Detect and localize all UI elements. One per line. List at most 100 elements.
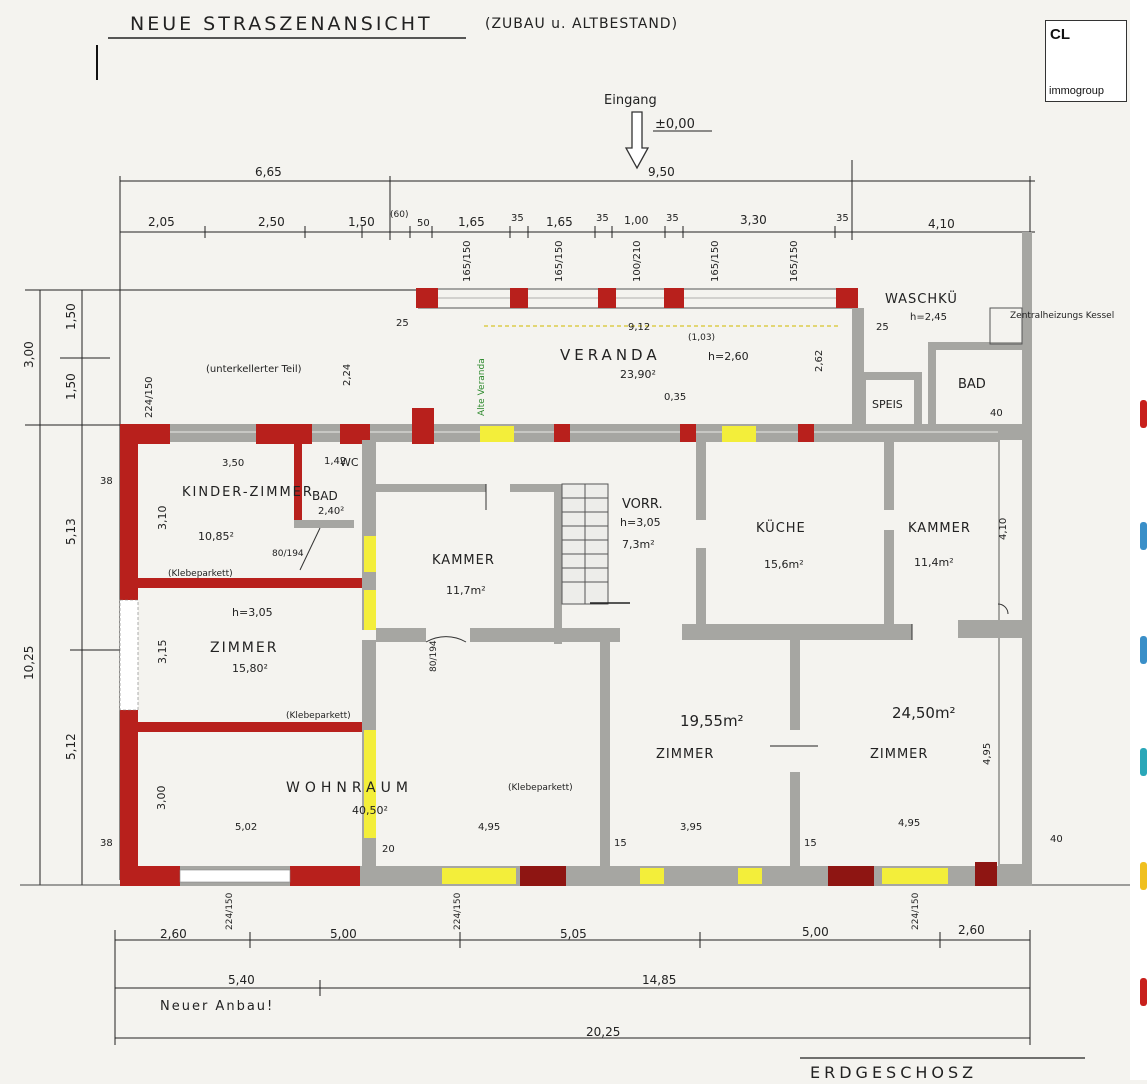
dim-bottom-window-3: 224/150 [911,892,921,930]
room-kinderzimmer-area: 10,85² [198,530,234,543]
dim-top-6: 1,65 [458,215,485,229]
room-vorraum-name: VORR. [622,497,663,512]
room-kammer-right-area: 11,4m² [914,556,954,569]
room-bad-left-name: BAD [312,489,338,503]
dim-top-9: 35 [596,213,609,224]
room-waschkueche-height: h=2,45 [910,312,947,323]
room-wohnraum-name: WOHNRAUM [286,780,413,796]
note-dim-10: 4,95 [478,822,500,833]
door-swings [299,484,1009,643]
dimension-lines-bottom [20,884,1130,1059]
dim-bottom-4: 5,00 [802,925,829,939]
note-dim-11: 3,95 [680,822,702,833]
dim-left-9: 3,00 [155,786,168,811]
note-dim-2: 3,50 [222,458,244,469]
edge-mark-red-icon [1140,400,1147,428]
veranda-window-marks: 165/150 165/150 100/210 165/150 165/150 [462,240,800,282]
dimension-labels-bottom: 2,60 5,00 5,05 5,00 2,60 5,40 14,85 20,2… [160,892,985,1039]
dim-bottom-2: 5,00 [330,927,357,941]
edge-mark-teal-icon [1140,748,1147,776]
note-dim-3: 1,42 [324,456,346,467]
edge-mark-red-icon-2 [1140,978,1147,1006]
note-dim-7: (1,03) [688,333,715,343]
logo-mark: CL [1050,26,1070,43]
dim-bottom-1: 2,60 [160,927,187,941]
room-waschkueche-name: WASCHKÜ [885,290,958,307]
footer-neuer-anbau: Neuer Anbau! [160,999,274,1014]
dim-top-5: 50 [417,218,430,229]
room-kammer-mid-area: 11,7m² [446,584,486,597]
window-mark-4: 165/150 [710,240,721,282]
note-dim-15: 38 [100,476,113,487]
dim-bottom-mid-2: 14,85 [642,973,676,987]
window-mark-5: 165/150 [789,240,800,282]
room-vorraum-area: 7,3m² [622,538,655,551]
dim-bottom-window-1: 224/150 [225,892,235,930]
dim-top-8: 1,65 [546,215,573,229]
edge-mark-yellow-icon [1140,862,1147,890]
dim-top-14: 4,10 [928,217,955,231]
dim-bottom-mid-1: 5,40 [228,973,255,987]
note-dim-8: 0,35 [664,392,686,403]
page-edge-strip [1130,0,1147,1080]
room-kueche-area: 15,6m² [764,558,804,571]
header: NEUE STRASZENANSICHT (ZUBAU u. ALTBESTAN… [96,13,678,80]
dim-left-3: 1,50 [64,373,78,400]
dim-top-10: 1,00 [624,214,649,227]
room-bad-upper-name: BAD [958,377,986,392]
room-kessel-name: Zentralheizungs Kessel [1010,311,1114,321]
small-annotations: 224/150 3,50 1,42 2,24 2,62 9,12 (1,03) … [100,318,1063,855]
note-dim-22: 25 [396,318,409,329]
note-dim-19: 15 [614,838,627,849]
dim-top-overall-2: 9,50 [648,165,675,179]
dim-bottom-window-2: 224/150 [453,892,463,930]
room-zimmer-center-area: 19,55m² [680,712,744,730]
entrance-arrow-icon [624,111,650,170]
note-unterkellert: (unterkellerter Teil) [206,364,302,375]
room-zimmer-left-height: h=3,05 [232,606,273,619]
note-klebeparkett-2: (Klebeparkett) [286,711,351,721]
dim-top-13: 35 [836,213,849,224]
note-dim-20: 15 [804,838,817,849]
logo-name: immogroup [1049,85,1105,97]
dim-left-8: 3,15 [156,640,169,665]
dim-left-2: 1,50 [64,303,78,330]
note-dim-17: 40 [990,408,1003,419]
edge-mark-blue-icon-2 [1140,636,1147,664]
dim-left-6: 5,12 [64,733,78,760]
plan-notes: (unterkellerter Teil) (Klebeparkett) (Kl… [168,358,573,793]
dimension-labels-left: 3,00 1,50 1,50 5,13 10,25 5,12 3,10 3,15… [22,303,169,810]
note-dim-4: 2,24 [342,364,353,386]
room-labels: VERANDA h=2,60 23,90² WASCHKÜ h=2,45 Zen… [182,290,1114,817]
entrance-marker: Eingang ±0,00 [604,93,712,170]
company-logo: CL immogroup [1045,20,1127,102]
room-bad-left-area: 2,40² [318,506,344,517]
note-dim-5: 2,62 [814,350,825,372]
note-dim-1: 224/150 [144,376,155,418]
note-dim-25: 80/194 [429,640,439,672]
room-kinderzimmer-name: KINDER-ZIMMER [182,485,314,500]
interior-walls [120,307,1023,868]
room-kueche-name: KÜCHE [756,519,806,536]
entrance-level: ±0,00 [655,117,695,132]
footer-erdgeschoss: ERDGESCHOSZ [810,1063,977,1080]
dim-top-4: (60) [390,210,408,220]
room-zimmer-center-name: ZIMMER [656,747,714,762]
window-mark-3: 100/210 [632,240,643,282]
dim-left-7: 3,10 [156,506,169,531]
window-mark-1: 165/150 [462,240,473,282]
window-mark-2: 165/150 [554,240,565,282]
dim-top-7: 35 [511,213,524,224]
note-klebeparkett-3: (Klebeparkett) [508,783,573,793]
exterior-walls [119,232,1032,886]
room-wc-name: WC [340,456,359,469]
room-veranda-area: 23,90² [620,368,656,381]
page-title: NEUE STRASZENANSICHT [130,13,433,35]
dim-top-3: 1,50 [348,215,375,229]
page-subtitle: (ZUBAU u. ALTBESTAND) [485,16,678,32]
room-kammer-mid-name: KAMMER [432,553,495,568]
room-zimmer-right-name: ZIMMER [870,747,928,762]
dim-bottom-3: 5,05 [560,927,587,941]
